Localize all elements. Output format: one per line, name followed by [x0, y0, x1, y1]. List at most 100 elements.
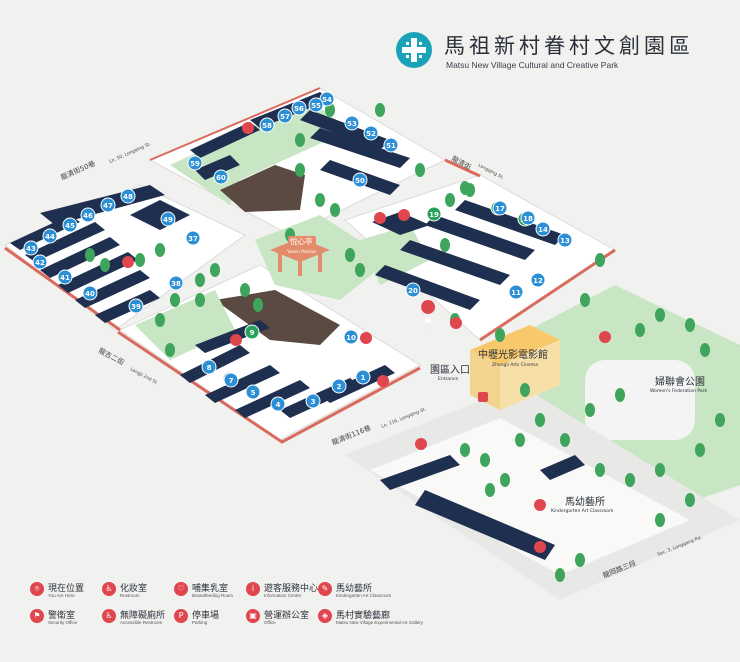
building-marker-58[interactable]: 58: [259, 117, 275, 133]
facility-icons: [122, 122, 611, 553]
building-marker-47[interactable]: 47: [100, 197, 116, 213]
accessible-icon: [230, 334, 242, 346]
tree: [480, 453, 490, 467]
tree: [345, 248, 355, 262]
building-marker-4[interactable]: 4: [270, 396, 286, 412]
parking-icon: [415, 438, 427, 450]
building-marker-40[interactable]: 40: [82, 285, 98, 301]
trees: [85, 103, 725, 582]
pavilion-label: 悅心亭: [290, 236, 313, 246]
tree: [495, 328, 505, 342]
parking-icon: P: [174, 609, 188, 623]
building-marker-37[interactable]: 37: [185, 230, 201, 246]
building-marker-label: 47: [103, 202, 113, 210]
legend-label: 馬幼藝所: [336, 584, 373, 594]
building-marker-13[interactable]: 13: [557, 232, 573, 248]
legend-label: 哺集乳室: [192, 584, 229, 594]
park-header: 馬祖新村眷村文創園區 Matsu New Village Cultural an…: [394, 30, 724, 82]
building-marker-55[interactable]: 55: [308, 97, 324, 113]
building-marker-label: 8: [207, 364, 212, 372]
building-marker-18[interactable]: 18: [520, 210, 536, 226]
building-marker-51[interactable]: 51: [383, 137, 399, 153]
building-marker-label: 4: [276, 401, 281, 409]
building-marker-19[interactable]: 19: [426, 206, 442, 222]
building-marker-2[interactable]: 2: [331, 378, 347, 394]
building-marker-52[interactable]: 52: [363, 125, 379, 141]
entrance-label: 園區入口: [430, 364, 470, 376]
tree: [440, 238, 450, 252]
building-marker-label: 55: [311, 102, 321, 110]
building-marker-label: 18: [523, 215, 533, 223]
building-marker-46[interactable]: 46: [80, 207, 96, 223]
building-marker-9[interactable]: 9: [244, 324, 260, 340]
building-marker-39[interactable]: 39: [128, 298, 144, 314]
building-marker-17[interactable]: 17: [492, 200, 508, 216]
building-marker-42[interactable]: 42: [32, 254, 48, 270]
building-marker-41[interactable]: 41: [57, 269, 73, 285]
info-icon: [360, 332, 372, 344]
building-marker-43[interactable]: 43: [23, 240, 39, 256]
building-marker-45[interactable]: 45: [62, 217, 78, 233]
tree: [695, 443, 705, 457]
legend-label: 停車場: [192, 611, 220, 621]
legend-label-en: Information Center: [264, 593, 302, 598]
street-longji: 龍吉二街: [97, 346, 126, 367]
office-icon: [450, 317, 462, 329]
building-marker-11[interactable]: 11: [508, 284, 524, 300]
building-marker-label: 17: [495, 205, 505, 213]
tree: [325, 103, 335, 117]
place-labels: 悅心亭 Yuexin Pavilion 園區入口 Entrance 中壢光影電影…: [286, 236, 707, 514]
building-marker-label: 14: [538, 226, 548, 234]
tree: [535, 413, 545, 427]
building-marker-38[interactable]: 38: [168, 275, 184, 291]
tree: [165, 343, 175, 357]
building-marker-3[interactable]: 3: [305, 393, 321, 409]
building-marker-49[interactable]: 49: [160, 211, 176, 227]
building-marker-label: 58: [262, 122, 272, 130]
restroom-icon: [377, 375, 389, 387]
building-marker-60[interactable]: 60: [213, 169, 229, 185]
tree: [595, 463, 605, 477]
building-marker-8[interactable]: 8: [201, 359, 217, 375]
street-ln116: 龍清街116巷: [330, 423, 372, 447]
tree: [515, 433, 525, 447]
tree: [295, 133, 305, 147]
street-ln50: 龍清街50巷: [59, 159, 96, 182]
building-marker-44[interactable]: 44: [42, 228, 58, 244]
building-marker-label: 49: [163, 216, 173, 224]
tree: [445, 193, 455, 207]
cinema-building: [470, 325, 560, 410]
tree: [375, 103, 385, 117]
building-marker-53[interactable]: 53: [344, 115, 360, 131]
building-marker-label: 57: [280, 113, 290, 121]
building-marker-59[interactable]: 59: [187, 155, 203, 171]
legend-label-en: Breastfeeding Room: [192, 593, 234, 598]
tree: [253, 298, 263, 312]
restroom-icon: ♿: [102, 582, 116, 596]
tree: [460, 443, 470, 457]
cross-logo-icon: [396, 32, 432, 68]
building-marker-1[interactable]: 1: [355, 369, 371, 385]
building-marker-10[interactable]: 10: [343, 329, 359, 345]
building-marker-50[interactable]: 50: [352, 172, 368, 188]
building-marker-label: 60: [216, 174, 226, 182]
building-marker-56[interactable]: 56: [291, 100, 307, 116]
building-marker-label: 39: [131, 303, 141, 311]
street-ln50-en: Ln. 50, Longqing St.: [108, 141, 152, 165]
park-label: 婦聯會公園: [655, 375, 705, 388]
tree: [195, 293, 205, 307]
building-marker-5[interactable]: 5: [245, 384, 261, 400]
building-marker-label: 52: [366, 130, 376, 138]
building-marker-7[interactable]: 7: [223, 372, 239, 388]
building-marker-48[interactable]: 48: [120, 188, 136, 204]
tree: [465, 183, 475, 197]
kinder-label: 馬幼藝所: [565, 495, 605, 508]
building-marker-label: 19: [429, 211, 439, 219]
building-marker-14[interactable]: 14: [535, 221, 551, 237]
building-marker-12[interactable]: 12: [530, 272, 546, 288]
building-marker-20[interactable]: 20: [405, 282, 421, 298]
legend-label: 無障礙廁所: [120, 611, 166, 621]
building-marker-label: 38: [171, 280, 181, 288]
ground: [4, 87, 740, 600]
building-marker-57[interactable]: 57: [277, 108, 293, 124]
